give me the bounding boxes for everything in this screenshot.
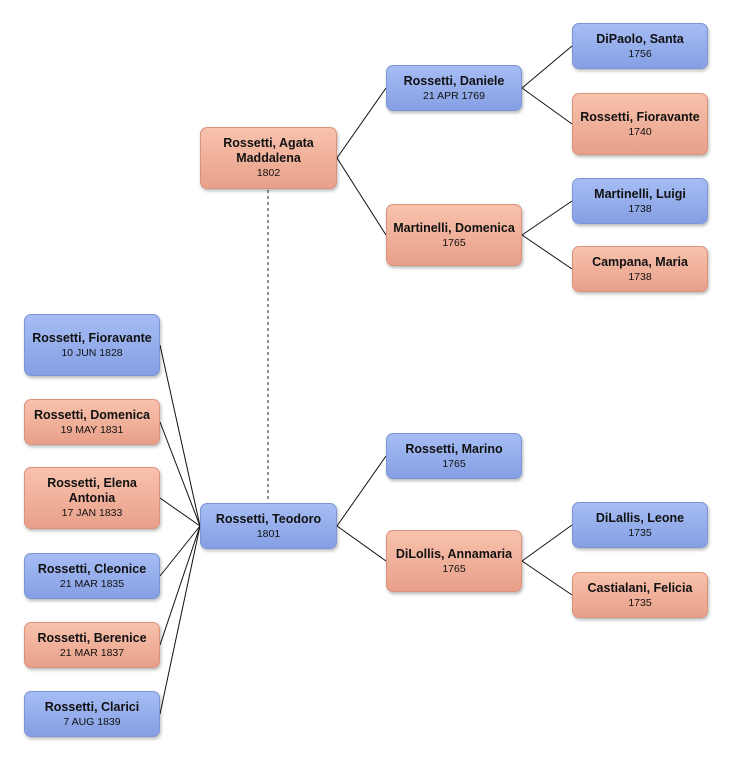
edge-daniele-santa: [521, 45, 573, 89]
edge-child-domenica: [159, 421, 201, 527]
edge-annamaria-felicia: [521, 560, 573, 596]
edge-teodoro-marino: [336, 455, 387, 527]
person-date: 21 MAR 1835: [59, 577, 125, 590]
person-name: Martinelli, Luigi: [594, 186, 686, 201]
person-name: Rossetti, Cleonice: [37, 561, 147, 576]
person-name: Rossetti, Clarici: [44, 699, 140, 714]
person-card-felicia[interactable]: Castialani, Felicia 1735: [572, 572, 708, 618]
person-date: 1738: [628, 270, 652, 283]
edge-child-clarici: [159, 525, 201, 715]
person-card-child-berenice[interactable]: Rossetti, Berenice 21 MAR 1837: [24, 622, 160, 668]
edge-agata-daniele: [336, 87, 387, 159]
person-date: 1740: [628, 125, 652, 138]
person-date: 7 AUG 1839: [63, 715, 121, 728]
edge-daniele-fioravante: [521, 87, 573, 125]
person-date: 1765: [442, 236, 466, 249]
person-name: DiLallis, Leone: [595, 510, 685, 525]
person-name: Rossetti, Berenice: [37, 630, 147, 645]
person-card-santa[interactable]: DiPaolo, Santa 1756: [572, 23, 708, 69]
person-date: 19 MAY 1831: [60, 423, 124, 436]
person-card-luigi[interactable]: Martinelli, Luigi 1738: [572, 178, 708, 224]
person-name: Rossetti, Marino: [405, 441, 503, 456]
person-name: DiLollis, Annamaria: [395, 546, 513, 561]
person-date: 1801: [256, 527, 281, 540]
person-card-daniele[interactable]: Rossetti, Daniele 21 APR 1769: [386, 65, 522, 111]
person-name: Castialani, Felicia: [587, 580, 693, 595]
person-name: Rossetti, Teodoro: [215, 511, 322, 526]
person-name: Rossetti, Fioravante: [32, 330, 152, 345]
person-date: 10 JUN 1828: [61, 346, 123, 359]
person-name: Rossetti, Elena Antonia: [47, 476, 137, 505]
edge-child-berenice: [159, 525, 201, 646]
person-name: Rossetti, Agata Maddalena: [223, 136, 314, 165]
person-card-leone[interactable]: DiLallis, Leone 1735: [572, 502, 708, 548]
edge-child-cleonice: [159, 525, 201, 577]
person-card-child-elena[interactable]: Rossetti, Elena Antonia 17 JAN 1833: [24, 467, 160, 529]
person-date: 1802: [256, 167, 281, 179]
person-date: 1765: [442, 562, 466, 575]
person-name: Rossetti, Fioravante: [580, 109, 700, 124]
person-date: 21 APR 1769: [423, 89, 485, 102]
person-name: DiPaolo, Santa: [596, 31, 684, 46]
edge-annamaria-leone: [521, 524, 573, 562]
person-date: 1738: [628, 202, 652, 215]
edge-domenica-luigi: [521, 200, 573, 236]
person-date: 1765: [442, 457, 466, 470]
person-card-domenica-martinelli[interactable]: Martinelli, Domenica 1765: [386, 204, 522, 266]
edge-child-fioravante: [159, 344, 201, 527]
person-date: 21 MAR 1837: [59, 646, 125, 659]
person-name: Martinelli, Domenica: [393, 220, 515, 235]
person-card-child-domenica[interactable]: Rossetti, Domenica 19 MAY 1831: [24, 399, 160, 445]
person-card-annamaria[interactable]: DiLollis, Annamaria 1765: [386, 530, 522, 592]
edge-teodoro-annamaria: [336, 525, 387, 562]
person-date: 1735: [628, 526, 652, 539]
person-date: 1735: [628, 596, 652, 609]
person-name: Rossetti, Domenica: [33, 407, 150, 422]
person-card-marino[interactable]: Rossetti, Marino 1765: [386, 433, 522, 479]
person-card-fioravante-grand[interactable]: Rossetti, Fioravante 1740: [572, 93, 708, 155]
person-card-child-clarici[interactable]: Rossetti, Clarici 7 AUG 1839: [24, 691, 160, 737]
edge-domenica-maria: [521, 234, 573, 270]
person-card-agata[interactable]: Rossetti, Agata Maddalena 1802: [200, 127, 337, 189]
person-card-teodoro[interactable]: Rossetti, Teodoro 1801: [200, 503, 337, 549]
person-date: 17 JAN 1833: [61, 507, 123, 519]
person-name: Rossetti, Daniele: [403, 73, 505, 88]
person-name: Campana, Maria: [592, 254, 688, 269]
edge-agata-domenica: [336, 157, 387, 236]
person-card-maria[interactable]: Campana, Maria 1738: [572, 246, 708, 292]
person-date: 1756: [628, 47, 652, 60]
edge-child-elena: [159, 497, 201, 527]
person-card-child-fioravante[interactable]: Rossetti, Fioravante 10 JUN 1828: [24, 314, 160, 376]
person-card-child-cleonice[interactable]: Rossetti, Cleonice 21 MAR 1835: [24, 553, 160, 599]
